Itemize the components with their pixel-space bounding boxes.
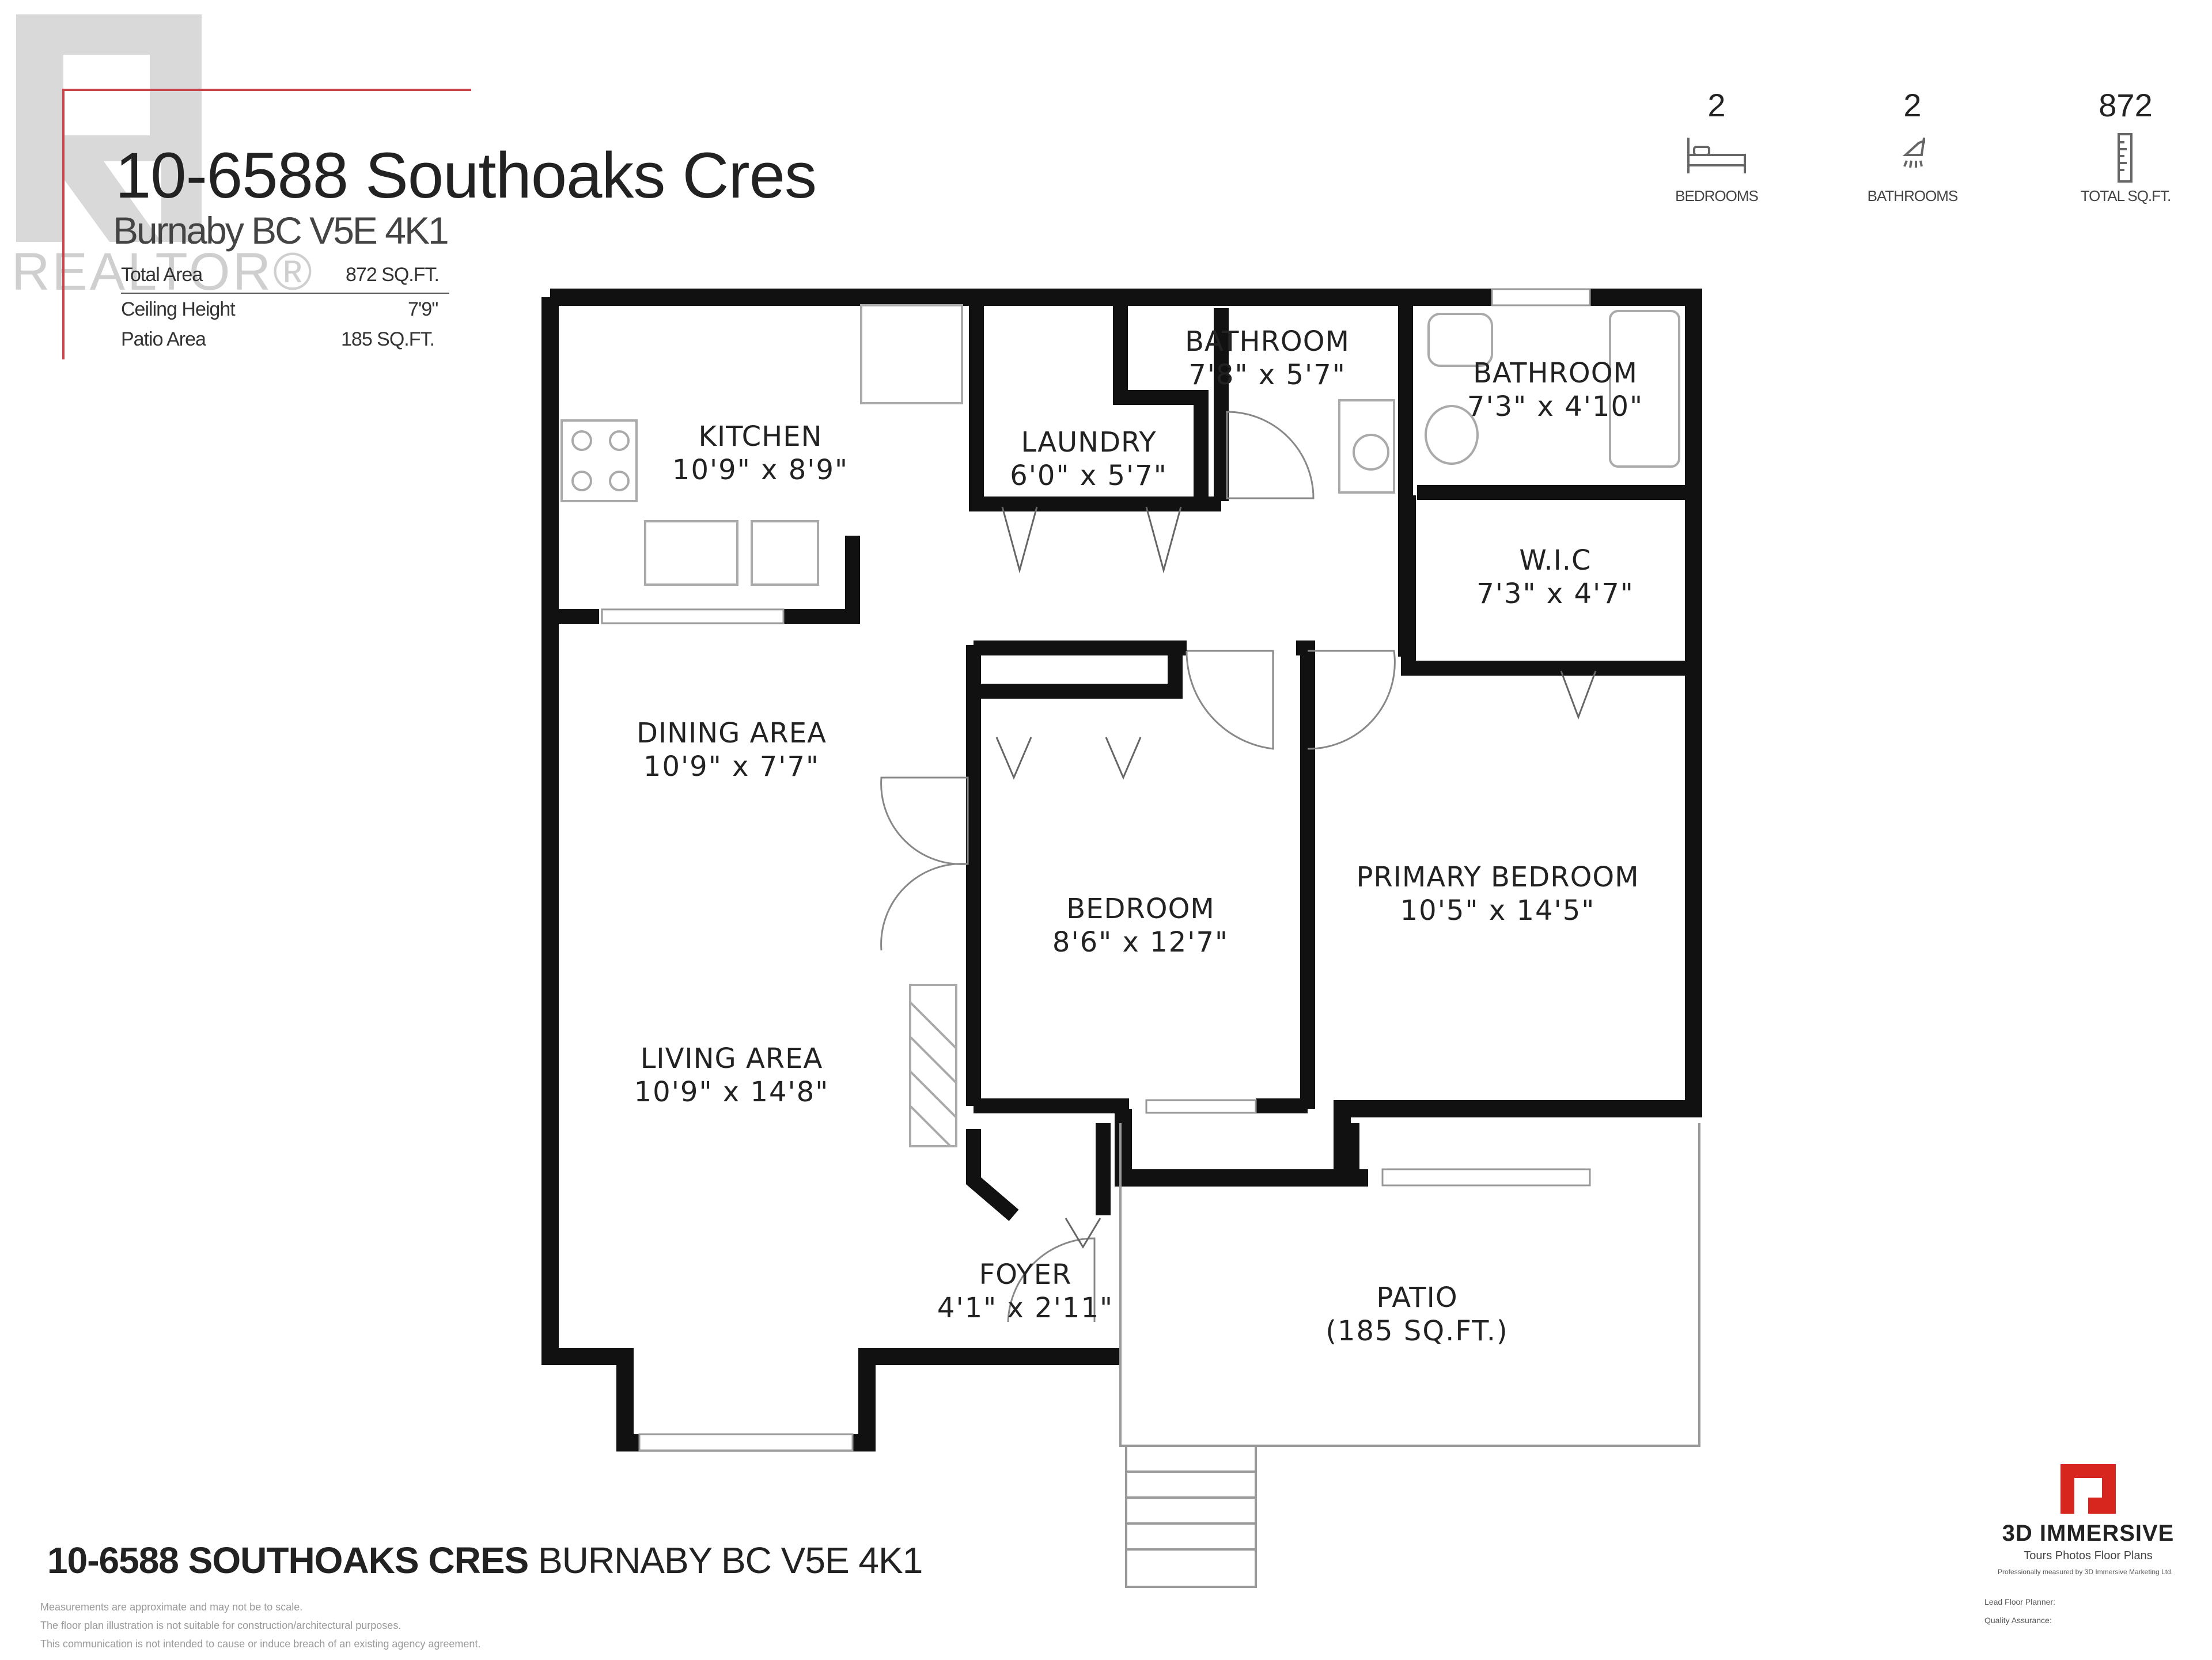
room-bathroom-2: BATHROOM 7'3" x 4'10" [1440,357,1671,423]
room-kitchen-name: KITCHEN [698,420,823,453]
room-laundry: LAUNDRY 6'0" x 5'7" [974,426,1204,492]
brand-logo-icon [2059,1463,2117,1515]
room-kitchen: KITCHEN 10'9" x 8'9" [645,420,876,487]
door-swings [880,411,1396,1322]
room-laundry-name: LAUNDRY [1021,426,1157,458]
ruler-icon [2039,132,2212,184]
room-living-area: LIVING AREA 10'9" x 14'8" [593,1043,870,1109]
room-laundry-dim: 6'0" x 5'7" [1010,459,1168,492]
footer-note-2: The floor plan illustration is not suita… [40,1620,402,1631]
room-kitchen-dim: 10'9" x 8'9" [672,453,849,486]
accent-line-horizontal [62,89,471,91]
stat-total-sqft-value: 872 [2099,87,2153,123]
room-bathroom-1-dim: 7'8" x 5'7" [1188,358,1346,391]
stat-total-sqft: 872 TOTAL SQ.FT. [2039,86,2212,205]
info-value-patio-area: 185 SQ.FT. [341,328,435,350]
stat-bedrooms-value: 2 [1707,87,1726,123]
footer-note-3: This communication is not intended to ca… [40,1638,481,1650]
room-bathroom-2-dim: 7'3" x 4'10" [1467,390,1644,423]
brand-tagline: Tours Photos Floor Plans [2024,1549,2153,1562]
fixtures [560,304,1680,1147]
stat-bathrooms-label: BATHROOMS [1867,187,1959,204]
brand-lead-planner: Lead Floor Planner: [1984,1597,2055,1606]
footer-note-1: Measurements are approximate and may not… [40,1601,303,1613]
room-living-area-name: LIVING AREA [640,1043,823,1075]
room-patio-name: PATIO [1376,1282,1458,1314]
stat-bedrooms: 2 BEDROOMS [1630,86,1803,205]
shower-icon [1826,132,1999,184]
room-living-area-dim: 10'9" x 14'8" [634,1075,830,1108]
outer-walls [541,289,1702,1451]
room-patio-dim: (185 SQ.FT.) [1325,1314,1509,1347]
room-bathroom-1-name: BATHROOM [1185,325,1350,358]
footer-address-rest: BURNABY BC V5E 4K1 [537,1540,923,1581]
room-bathroom-1: BATHROOM 7'8" x 5'7" [1152,325,1382,392]
room-primary-bedroom-name: PRIMARY BEDROOM [1356,861,1639,893]
info-label-ceiling-height: Ceiling Height [121,298,236,320]
info-value-ceiling-height: 7'9" [408,298,438,320]
brand-name: 3D IMMERSIVE [2002,1521,2175,1546]
window-openings [601,288,1591,1451]
info-label-total-area: Total Area [121,264,203,286]
property-subtitle: Burnaby BC V5E 4K1 [113,209,449,252]
closet-door-marks [995,506,1597,1249]
property-title: 10-6588 Southoaks Cres [115,139,817,211]
room-bedroom-name: BEDROOM [1066,893,1215,925]
interior-walls [553,300,1694,1221]
room-bedroom-dim: 8'6" x 12'7" [1052,926,1229,958]
room-foyer-dim: 4'1" x 2'11" [937,1291,1114,1324]
room-wic-name: W.I.C [1519,544,1592,577]
info-label-patio-area: Patio Area [121,328,206,350]
realtor-watermark-text: REALTOR® [12,242,315,301]
patio-outline [1119,1123,1700,1588]
footer-address-bold: 10-6588 SOUTHOAKS CRES [47,1540,529,1581]
room-primary-bedroom-dim: 10'5" x 14'5" [1400,894,1596,927]
stat-total-sqft-label: TOTAL SQ.FT. [2080,187,2172,204]
info-value-total-area: 872 SQ.FT. [346,264,440,286]
room-wic: W.I.C 7'3" x 4'7" [1440,544,1671,611]
room-dining-area-name: DINING AREA [637,717,827,749]
footer-address: 10-6588 SOUTHOAKS CRES BURNABY BC V5E 4K… [47,1539,923,1582]
room-dining-area: DINING AREA 10'9" x 7'7" [593,717,870,783]
stat-bedrooms-label: BEDROOMS [1675,187,1759,204]
info-divider [121,293,449,294]
brand-quality-assurance: Quality Assurance: [1984,1616,2052,1625]
accent-line-vertical [62,89,65,359]
stat-bathrooms-value: 2 [1903,87,1922,123]
room-patio: PATIO (185 SQ.FT.) [1296,1282,1538,1348]
room-dining-area-dim: 10'9" x 7'7" [643,750,820,783]
room-bedroom: BEDROOM 8'6" x 12'7" [1025,893,1256,959]
room-wic-dim: 7'3" x 4'7" [1476,577,1634,610]
bed-icon [1630,132,1803,184]
room-bathroom-2-name: BATHROOM [1473,357,1638,389]
stat-bathrooms: 2 BATHROOMS [1826,86,1999,205]
room-primary-bedroom: PRIMARY BEDROOM 10'5" x 14'5" [1319,861,1676,927]
room-foyer-name: FOYER [979,1259,1072,1291]
brand-measured: Professionally measured by 3D Immersive … [1997,1568,2173,1576]
room-foyer: FOYER 4'1" x 2'11" [910,1259,1141,1325]
